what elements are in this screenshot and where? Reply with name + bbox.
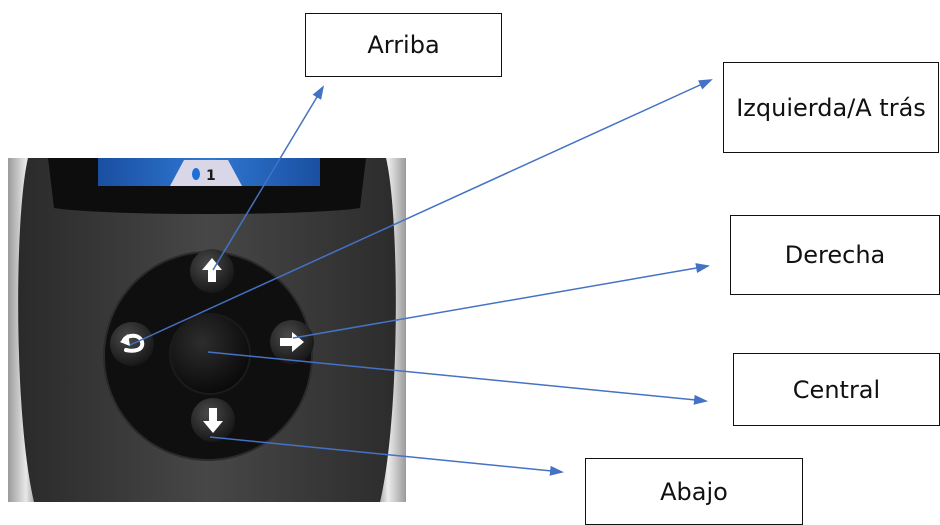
label-izquierda-atras: Izquierda/A trás: [723, 62, 939, 153]
down-button[interactable]: [191, 398, 235, 442]
device-illustration: 1: [8, 158, 406, 502]
device-photo: 1: [8, 158, 406, 502]
label-derecha: Derecha: [730, 215, 940, 295]
up-button[interactable]: [190, 249, 234, 293]
label-izquierda-atras-text: Izquierda/A trás: [736, 93, 926, 122]
label-derecha-text: Derecha: [784, 241, 886, 269]
center-button[interactable]: [169, 313, 251, 395]
screen-number: 1: [206, 168, 216, 184]
arrow-down-icon: [203, 408, 223, 433]
label-central-text: Central: [792, 375, 881, 404]
label-abajo: Abajo: [585, 458, 803, 525]
right-button[interactable]: [270, 320, 314, 364]
label-central: Central: [733, 353, 940, 426]
label-arriba: Arriba: [305, 13, 502, 77]
back-button[interactable]: [110, 322, 154, 366]
screen-drop-icon: [192, 168, 200, 180]
label-abajo-text: Abajo: [660, 477, 728, 506]
label-arriba-text: Arriba: [367, 31, 440, 59]
